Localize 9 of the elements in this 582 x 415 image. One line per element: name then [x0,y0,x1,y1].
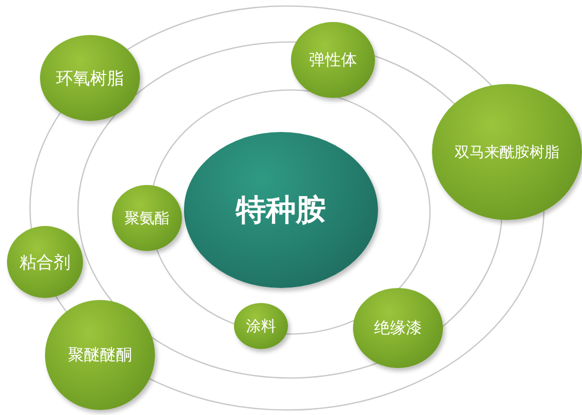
topic-circle: 环氧树脂 [40,35,140,121]
topic-circle: 绝缘漆 [353,288,443,368]
topic-circle: 粘合剂 [7,226,83,298]
topic-circle: 弹性体 [291,22,375,98]
topic-circle: 涂料 [234,303,288,349]
topic-circle: 双马来酰胺树脂 [432,84,582,220]
topic-circle: 聚氨酯 [112,185,182,251]
center-circle: 特种胺 [184,132,378,288]
topic-circle: 聚醚醚酮 [45,300,155,410]
